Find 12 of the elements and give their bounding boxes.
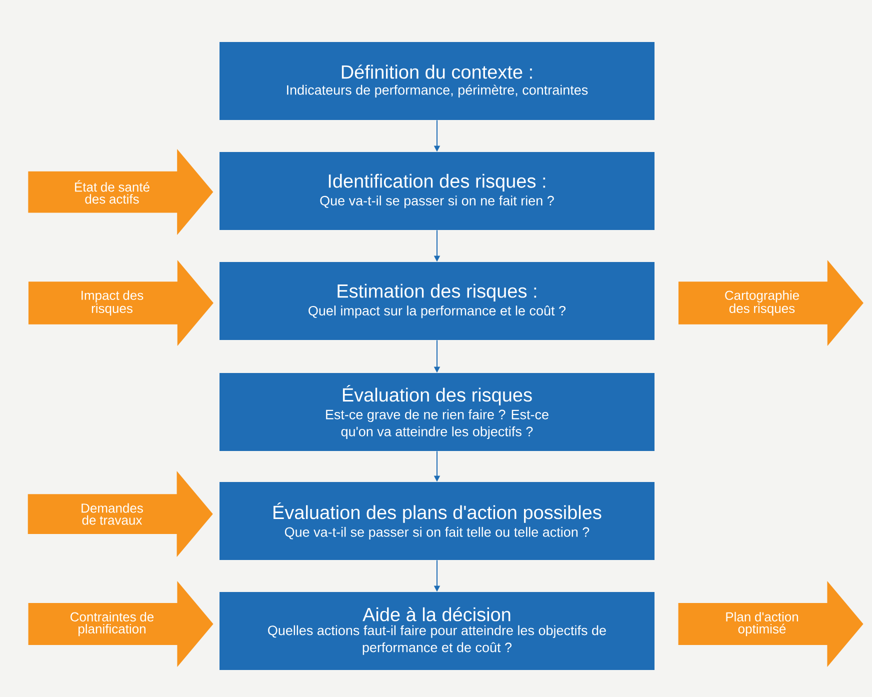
process-box: Évaluation des risques Est-ce grave de ne rien faire ? Est-ce qu'on va atteindre les objectifs ? [220, 373, 654, 451]
pointer-box: État de santé des actifs [28, 149, 214, 235]
pointer-box: Demandes de travaux [28, 471, 213, 557]
process-box: Évaluation des plans d'action possibles Que va-t-il se passer si on fait telle ou telle action ? [220, 482, 654, 560]
pointer-box: Impact des risques [28, 260, 214, 346]
process-box: Identification des risques : Que va-t-il se passer si on ne fait rien ? [220, 152, 654, 230]
pointer-box: Cartographie des risques [678, 260, 864, 346]
process-box: Aide à la décision Quelles actions faut-il faire pour atteindre les objectifs de performance et de coût ? [220, 592, 654, 670]
pointer-box: Contraintes de planification [28, 581, 214, 667]
pointer-box: Plan d'action optimisé [678, 581, 864, 667]
process-box: Estimation des risques : Quel impact sur la performance et le coût ? [220, 262, 654, 340]
process-box: Définition du contexte : Indicateurs de performance, périmètre, contraintes [220, 42, 654, 120]
